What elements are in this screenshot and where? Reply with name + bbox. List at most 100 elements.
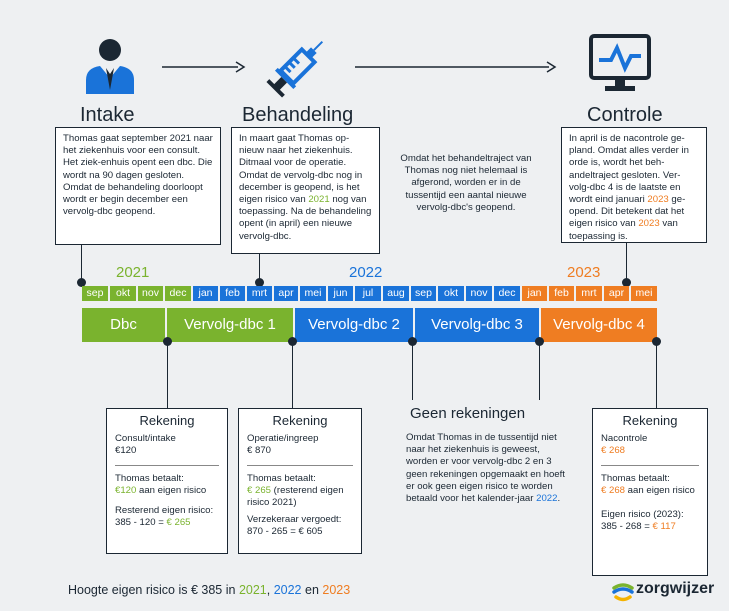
stage-title-intake: Intake [80,104,135,126]
bill-nacontrole-calc-result: € 117 [652,521,676,533]
bill-operatie-pays-suffix: (resterend eigen risico 2021) [247,484,344,509]
arrow-behandeling-to-controle [355,60,557,74]
bill-nacontrole-pays: € 268 aan eigen risico [601,485,699,497]
footer-sep-2: en [301,583,323,597]
connector-dot-intake [77,278,86,287]
bill-nacontrole-calc-text: 385 - 268 = [601,521,653,533]
bill-operatie-title: Rekening [272,413,328,428]
no-bills-end: . [557,493,561,505]
month-sep-2021: sep [82,286,108,301]
bill-intake-item: Consult/intake [115,433,176,445]
footer-note: Hoogte eigen risico is € 385 in 2021, 20… [68,583,350,597]
connector-behandeling [259,254,260,285]
phase-vervolg-dbc-4: Vervolg-dbc 4 [541,308,657,342]
middle-note: Omdat het behandeltraject van Thomas nog… [396,153,536,214]
year-2023: 2023 [567,264,601,281]
bill-nacontrole: Rekening Nacontrole € 268 Thomas betaalt… [592,408,708,576]
controle-year-1: 2023 [647,194,669,206]
month-okt-2022: okt [438,286,464,301]
bill-operatie-calc: 870 - 265 = € 605 [247,526,323,538]
behandeling-year: 2021 [308,194,330,206]
line-bill3 [656,342,657,408]
connector-dot-controle [622,278,631,287]
line-bill2 [292,342,293,408]
bill-operatie-insurer-label: Verzekeraar vergoedt: [247,514,342,526]
bill-intake-pays-suffix: aan eigen risico [136,484,207,496]
controle-description: In april is de nacontrole ge-pland. Omda… [561,127,707,243]
bill-intake-calc: 385 - 120 = € 265 [115,517,219,529]
month-apr-2023: apr [604,286,629,301]
phase-dbc: Dbc [82,308,165,342]
line-no-bills-2 [539,342,540,400]
bill-nacontrole-title: Rekening [622,413,678,428]
arrow-intake-to-behandeling [162,60,246,74]
month-nov-2021: nov [138,286,163,301]
year-2022: 2022 [349,264,383,281]
zorgwijzer-logo-icon [612,580,634,602]
bar-dot-v1 [288,337,297,346]
bar-dot-v3 [535,337,544,346]
bill-nacontrole-amount: € 268 [601,445,626,457]
bill-intake-title: Rekening [139,413,195,428]
bill-intake-pays: €120 aan eigen risico [115,485,219,497]
bar-dot-v4 [652,337,661,346]
stage-title-controle: Controle [587,104,663,126]
year-2021: 2021 [116,264,150,281]
connector-intake [81,245,82,285]
bar-dot-dbc [163,337,172,346]
bill-operatie-item: Operatie/ingreep [247,433,319,445]
bill-operatie-divider [247,464,353,466]
behandeling-description: In maart gaat Thomas op-nieuw naar het z… [231,127,380,254]
month-nov-2022: nov [466,286,492,301]
bar-dot-v2 [408,337,417,346]
bill-nacontrole-er-label: Eigen risico (2023): [601,509,684,521]
middle-note-text: Omdat het behandeltraject van Thomas nog… [400,153,532,213]
bill-operatie-pays-value: € 265 [247,484,272,496]
line-no-bills [412,342,413,400]
footer-year-2023: 2023 [322,583,351,597]
bill-intake-divider [115,464,219,466]
footer-text: Hoogte eigen risico is € 385 in [68,583,239,597]
connector-controle [626,243,627,285]
bill-operatie-pays: € 265 (resterend eigen risico 2021) [247,485,353,509]
bill-intake-amount: €120 [115,445,137,457]
bill-intake-pays-label: Thomas betaalt: [115,472,184,484]
line-bill1 [167,342,168,408]
zorgwijzer-logo-text[interactable]: zorgwijzer [636,580,715,597]
syringe-icon [264,30,334,100]
controle-text-2: ge-opend. Dit betekent dat het eigen ris… [569,194,686,230]
month-mrt-2022: mrt [247,286,272,301]
behandeling-text-2: nog van toepassing. Na de behandeling op… [239,194,372,242]
month-jul-2022: jul [355,286,381,301]
bill-nacontrole-pays-suffix: aan eigen risico [625,484,695,496]
bill-intake-calc-text: 385 - 120 = [115,517,167,529]
month-mrt-2023: mrt [576,286,602,301]
bill-nacontrole-item: Nacontrole [601,433,648,445]
phase-vervolg-dbc-2: Vervolg-dbc 2 [295,308,413,342]
month-okt-2021: okt [110,286,136,301]
stage-title-behandeling: Behandeling [242,104,354,126]
month-aug-2022: aug [383,286,409,301]
footer-sep-1: , [266,583,274,597]
no-bills-body: Omdat Thomas in de tussentijd niet naar … [406,432,565,505]
controle-year-2: 2023 [638,218,660,230]
month-mei-2022: mei [300,286,326,301]
month-jun-2022: jun [328,286,353,301]
bill-nacontrole-calc: 385 - 268 = € 117 [601,521,699,533]
bill-nacontrole-pays-value: € 268 [601,484,626,496]
bill-nacontrole-pays-label: Thomas betaalt: [601,472,670,484]
month-mei-2023: mei [631,286,657,301]
bill-intake-pays-value: €120 [115,484,137,496]
month-dec-2021: dec [165,286,191,301]
monitor-icon [587,34,653,96]
footer-year-2022: 2022 [273,583,302,597]
footer-year-2021: 2021 [238,583,267,597]
month-jan-2022: jan [193,286,218,301]
phase-vervolg-dbc-3: Vervolg-dbc 3 [415,308,539,342]
controle-text-3: van toepassing is. [569,218,678,242]
bill-operatie-pays-label: Thomas betaalt: [247,472,316,484]
month-feb-2023: feb [549,286,574,301]
month-jan-2023: jan [522,286,547,301]
controle-text-1: In april is de nacontrole ge-pland. Omda… [569,133,689,206]
intake-description: Thomas gaat september 2021 naar het ziek… [55,127,221,245]
